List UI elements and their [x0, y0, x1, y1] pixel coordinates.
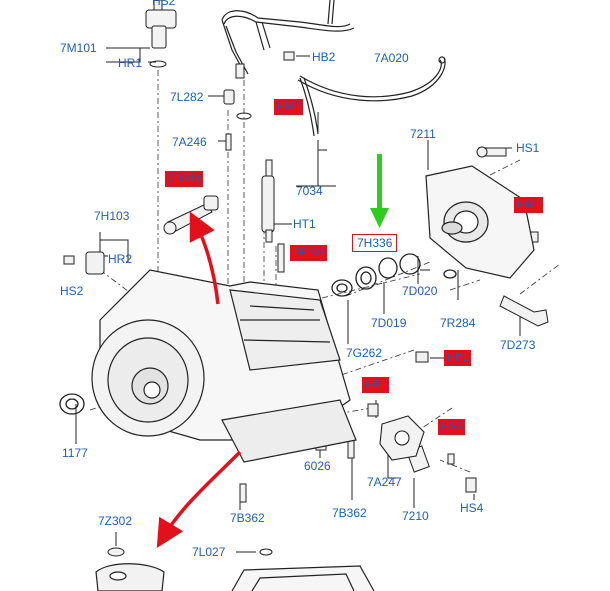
label-7r284: 7R284 [440, 316, 476, 330]
red-pointer-arrows [156, 211, 242, 549]
label-7210: 7210 [402, 509, 429, 523]
label-ht1: HT1 [293, 217, 316, 231]
label-7a246: 7A246 [172, 135, 207, 149]
seals [59, 253, 457, 415]
label-7b362-right: 7B362 [332, 506, 367, 520]
label-7b362-left: 7B362 [230, 511, 265, 525]
label-hm2: HM2 [274, 99, 304, 115]
label-7d019: 7D019 [371, 316, 407, 330]
label-7034: 7034 [296, 184, 323, 198]
label-hs1: HS1 [516, 141, 540, 155]
label-7d020: 7D020 [402, 284, 438, 298]
label-hs2-top: HS2 [152, 0, 176, 8]
speed-sensor [145, 0, 177, 68]
label-hm1: HM1 [514, 197, 544, 213]
label-7d344: 7D344 [165, 171, 204, 187]
label-7f208: 7F208 [290, 245, 328, 261]
oil-pan [231, 565, 375, 591]
label-hs2: HS2 [60, 284, 84, 298]
label-hb2: HB2 [312, 50, 336, 64]
label-hr1: HR1 [118, 56, 143, 70]
label-7a247: 7A247 [367, 475, 402, 489]
label-7l027: 7L027 [192, 545, 226, 559]
label-hs3: HS3 [438, 419, 466, 435]
label-hb1: HB1 [362, 377, 390, 393]
vent-hose [221, 0, 446, 137]
label-hs4: HS4 [460, 501, 484, 515]
label-7z302: 7Z302 [98, 514, 133, 528]
label-7a020: 7A020 [374, 51, 409, 65]
label-hr2: HR2 [108, 252, 133, 266]
label-7g262: 7G262 [346, 346, 383, 360]
label-hp1: HP1 [444, 350, 472, 366]
label-7h336: 7H336 [352, 234, 398, 252]
filter [95, 563, 165, 591]
label-1177: 1177 [62, 446, 88, 460]
label-7211: 7211 [410, 127, 436, 141]
label-6026: 6026 [304, 459, 331, 473]
green-indicator-arrow [370, 154, 389, 228]
label-7h103: 7H103 [94, 209, 130, 223]
label-7l282: 7L282 [170, 90, 204, 104]
label-7d273: 7D273 [500, 338, 536, 352]
transmission-case [91, 269, 357, 463]
extension-housing [425, 165, 535, 279]
label-7m101: 7M101 [60, 41, 97, 55]
valve-assembly [379, 415, 425, 461]
